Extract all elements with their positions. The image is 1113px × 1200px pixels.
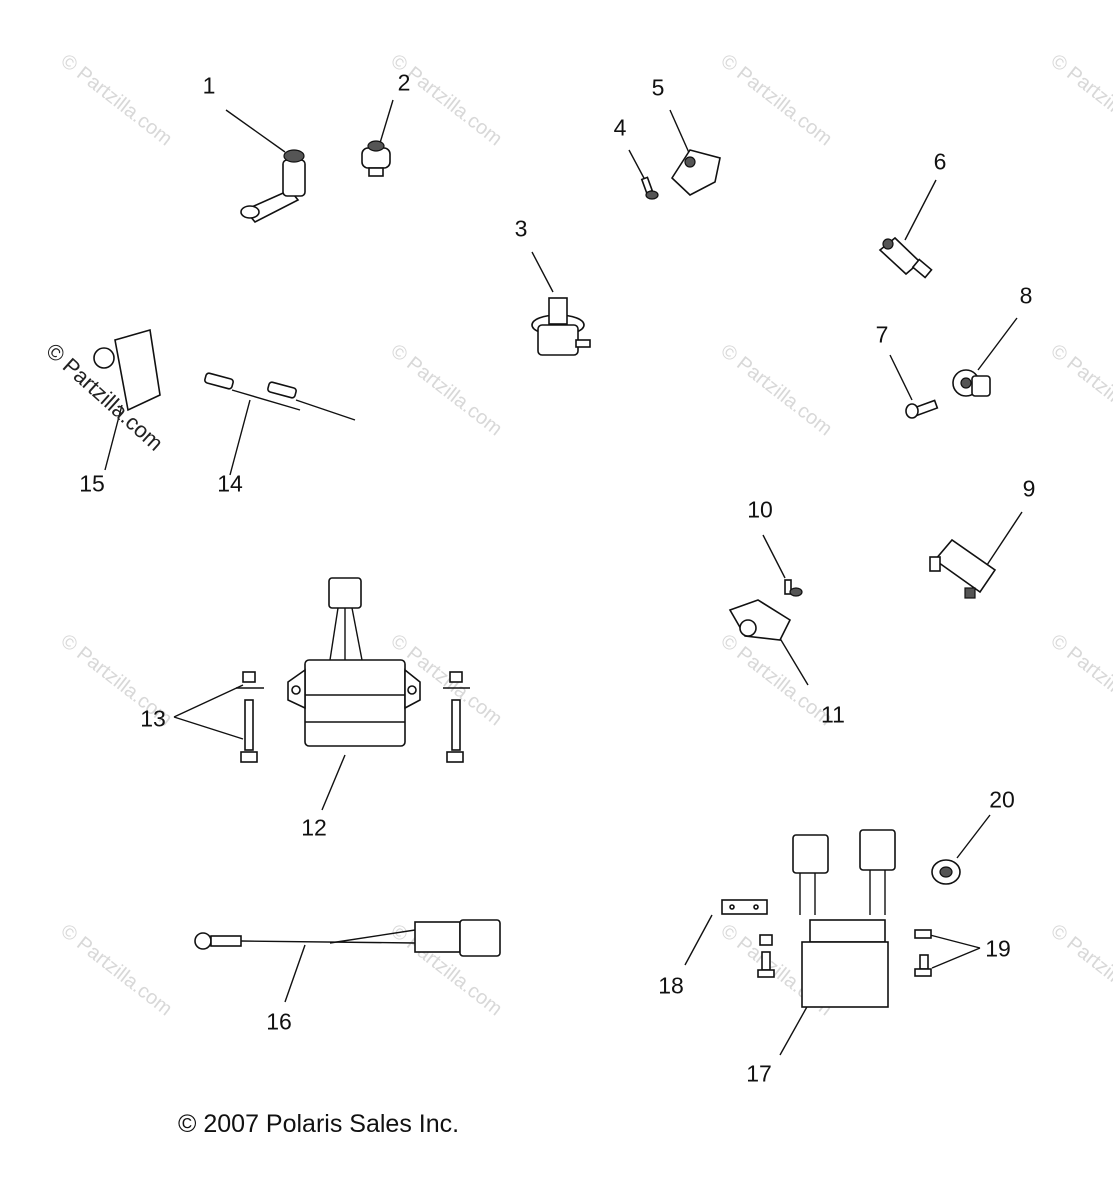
callout-15: 15 [79,470,105,497]
callout-18: 18 [658,972,684,999]
callout-6: 6 [933,148,947,175]
callout-17: 17 [746,1060,772,1087]
part-6-sensor [878,236,933,279]
callout-4: 4 [613,114,627,141]
callout-5: 5 [651,74,665,101]
part-9-sensor [929,538,997,599]
part-5-sensor [670,149,721,196]
part-20-grommet [931,859,961,885]
part-3-regulator [531,297,591,356]
part-15-switch [93,328,161,412]
part-19-bolts [757,929,932,978]
callout-13: 13 [140,705,166,732]
callout-1: 1 [202,72,216,99]
part-12-module [287,577,421,747]
callout-10: 10 [747,496,773,523]
part-7-bolt [905,399,939,419]
callout-8: 8 [1019,282,1033,309]
callout-19: 19 [985,935,1011,962]
callout-16: 16 [266,1008,292,1035]
part-17-relay-box [792,829,896,1008]
leader-lines [104,99,1023,1056]
copyright-notice: © 2007 Polaris Sales Inc. [178,1110,460,1138]
part-2-sensor [361,140,391,177]
callout-7: 7 [875,321,889,348]
part-18-bracket [721,899,768,915]
callout-9: 9 [1022,475,1036,502]
part-10-screw [784,579,803,597]
part-16-harness [194,919,501,957]
part-13-bolts [236,671,470,763]
part-11-sensor [728,599,792,641]
callout-12: 12 [301,814,327,841]
part-8-sensor [952,369,991,397]
callout-3: 3 [514,215,528,242]
part-1-sensor [240,149,306,224]
callout-2: 2 [397,69,411,96]
callout-11: 11 [821,701,845,728]
callout-20: 20 [989,786,1015,813]
part-4-screw [640,176,659,200]
callout-14: 14 [217,470,243,497]
part-14-terminals [204,372,356,421]
